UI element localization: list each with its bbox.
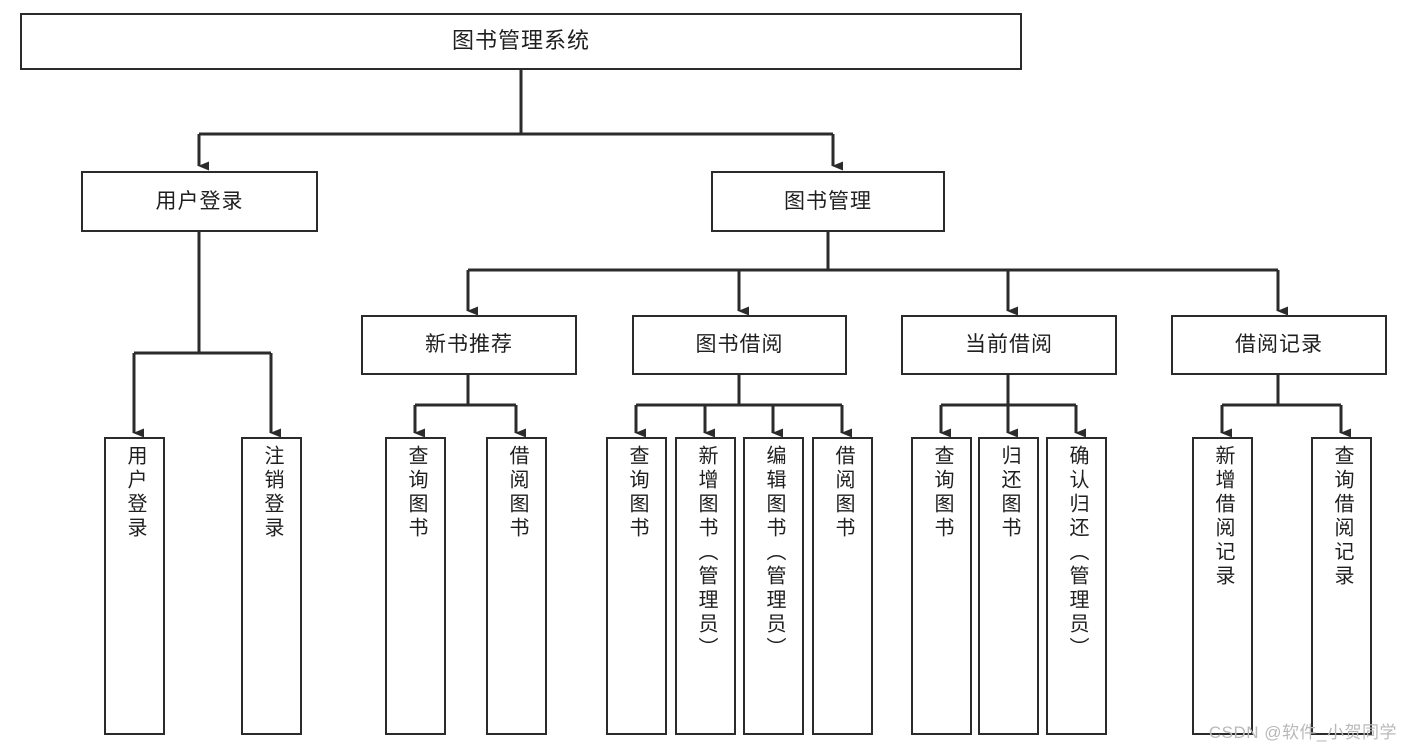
node-leaf-query-book-borrow[interactable]: 查询图书 (606, 437, 667, 735)
node-leaf-borrow-book[interactable]: 借阅图书 (812, 437, 873, 735)
node-borrow-record-label: 借阅记录 (1235, 333, 1323, 357)
node-root-book-management-system[interactable]: 图书管理系统 (20, 13, 1022, 70)
node-leaf-query-book-recommend-label: 查询图书 (405, 445, 427, 541)
node-borrow-record[interactable]: 借阅记录 (1171, 315, 1387, 375)
node-leaf-user-login-label: 用户登录 (124, 445, 146, 541)
node-current-borrow-label: 当前借阅 (965, 333, 1053, 357)
node-leaf-logout[interactable]: 注销登录 (241, 437, 302, 735)
node-leaf-logout-label: 注销登录 (261, 445, 283, 541)
node-new-book-recommend[interactable]: 新书推荐 (361, 315, 577, 375)
node-user-login-label: 用户登录 (155, 189, 244, 213)
node-book-management-label: 图书管理 (784, 189, 872, 213)
node-leaf-return-book[interactable]: 归还图书 (978, 437, 1039, 735)
node-book-management[interactable]: 图书管理 (711, 171, 945, 232)
node-leaf-query-borrow-record-label: 查询借阅记录 (1331, 445, 1353, 589)
node-leaf-user-login[interactable]: 用户登录 (104, 437, 165, 735)
node-leaf-edit-book-admin[interactable]: 编辑图书（管理员） (743, 437, 804, 735)
node-leaf-query-borrow-record[interactable]: 查询借阅记录 (1311, 437, 1372, 735)
node-current-borrow[interactable]: 当前借阅 (901, 315, 1117, 375)
node-leaf-borrow-book-recommend-label: 借阅图书 (506, 445, 528, 541)
node-leaf-add-book-admin[interactable]: 新增图书（管理员） (675, 437, 736, 735)
node-leaf-confirm-return-admin[interactable]: 确认归还（管理员） (1046, 437, 1107, 735)
node-leaf-return-book-label: 归还图书 (998, 445, 1020, 541)
node-leaf-add-borrow-record[interactable]: 新增借阅记录 (1192, 437, 1253, 735)
node-root-label: 图书管理系统 (451, 28, 590, 54)
node-leaf-query-book-current[interactable]: 查询图书 (911, 437, 972, 735)
node-new-book-recommend-label: 新书推荐 (425, 333, 513, 357)
node-leaf-edit-book-admin-label: 编辑图书（管理员） (763, 445, 785, 661)
node-leaf-borrow-book-label: 借阅图书 (832, 445, 854, 541)
node-leaf-add-book-admin-label: 新增图书（管理员） (695, 445, 717, 661)
watermark-text: CSDN @软件_小贺同学 (1208, 723, 1397, 742)
node-leaf-query-book-borrow-label: 查询图书 (626, 445, 648, 541)
node-leaf-query-book-current-label: 查询图书 (931, 445, 953, 541)
node-book-borrow-label: 图书借阅 (695, 333, 784, 357)
node-leaf-query-book-recommend[interactable]: 查询图书 (385, 437, 446, 735)
node-book-borrow[interactable]: 图书借阅 (632, 315, 847, 375)
node-leaf-add-borrow-record-label: 新增借阅记录 (1212, 445, 1234, 589)
node-user-login[interactable]: 用户登录 (81, 171, 318, 232)
node-leaf-confirm-return-admin-label: 确认归还（管理员） (1066, 445, 1088, 661)
node-leaf-borrow-book-recommend[interactable]: 借阅图书 (486, 437, 547, 735)
